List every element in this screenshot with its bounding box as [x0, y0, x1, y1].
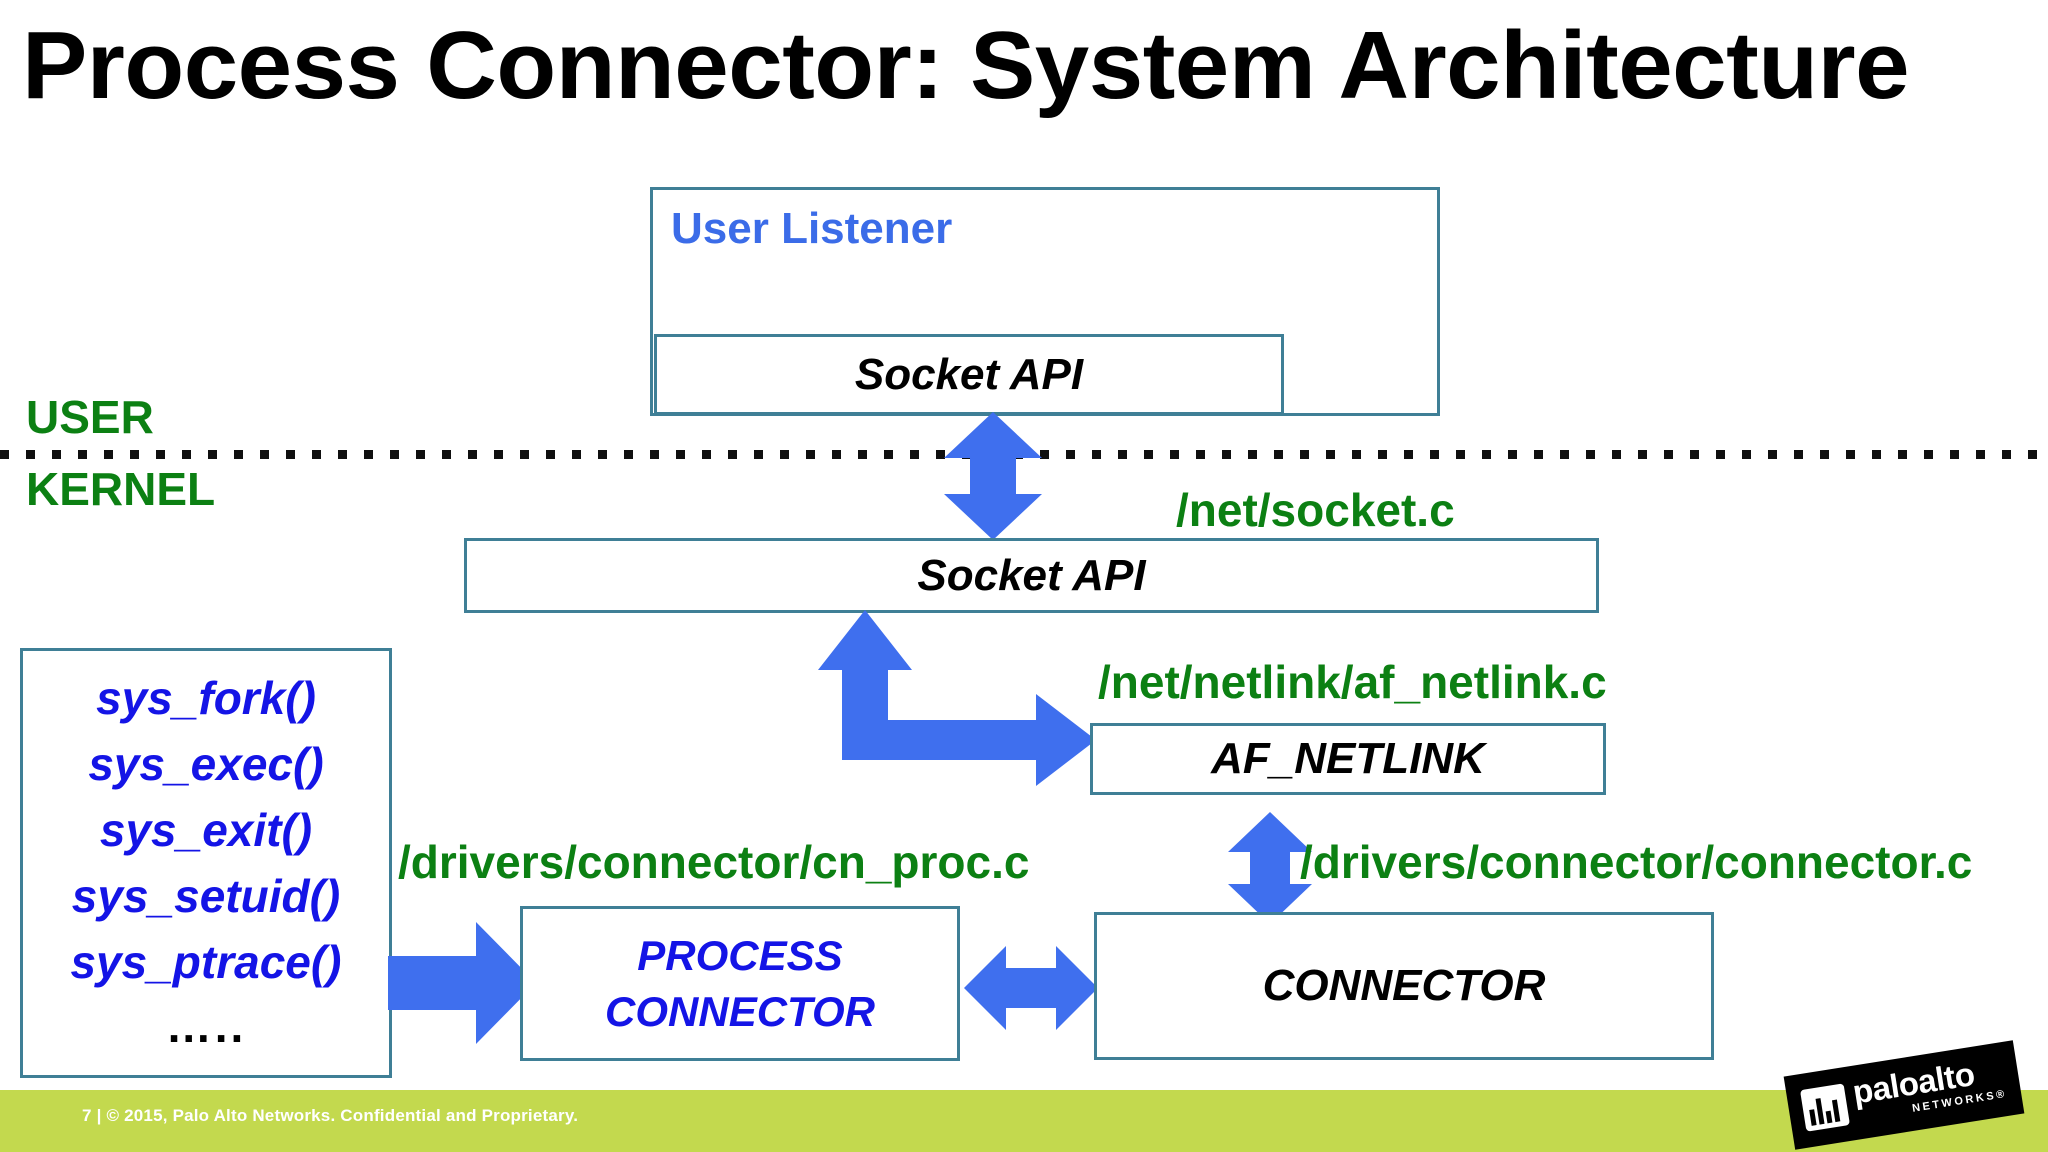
process-connector-box: PROCESS CONNECTOR	[520, 906, 960, 1061]
process-connector-line1: PROCESS	[637, 931, 843, 979]
zone-label-kernel: KERNEL	[26, 463, 216, 515]
connector-box: CONNECTOR	[1094, 912, 1714, 1060]
syscall-item: sys_ptrace()	[70, 936, 342, 988]
footer-bar	[0, 1090, 2048, 1152]
process-connector-connector-arrow	[964, 946, 1098, 1030]
syscall-item: sys_setuid()	[71, 870, 341, 922]
footer-copyright-text: 7 | © 2015, Palo Alto Networks. Confiden…	[82, 1106, 579, 1125]
process-connector-line2: CONNECTOR	[605, 987, 875, 1035]
syscalls-process-connector-arrow	[388, 922, 536, 1044]
af-netlink-box: AF_NETLINK	[1090, 723, 1606, 795]
path-label-connector-c: /drivers/connector/connector.c	[1300, 836, 1973, 888]
user-kernel-socket-arrow	[944, 412, 1042, 540]
path-label-net-socket-c: /net/socket.c	[1176, 484, 1455, 536]
syscall-item: sys_fork()	[96, 672, 316, 724]
socket-api-user-box: Socket API	[654, 334, 1284, 415]
path-label-cn-proc-c: /drivers/connector/cn_proc.c	[398, 836, 1030, 888]
process-connector-label: PROCESS CONNECTOR	[523, 909, 957, 1058]
netlink-connector-arrow	[1228, 812, 1312, 924]
syscalls-ellipsis: …..	[165, 1000, 247, 1052]
connector-label: CONNECTOR	[1262, 961, 1546, 1010]
path-label-af-netlink-c: /net/netlink/af_netlink.c	[1098, 656, 1607, 708]
syscall-item: sys_exec()	[88, 738, 324, 790]
af-netlink-label: AF_NETLINK	[1211, 734, 1485, 783]
socket-api-kernel-box: Socket API	[464, 538, 1599, 613]
syscalls-box: sys_fork() sys_exec() sys_exit() sys_set…	[20, 648, 392, 1078]
user-listener-label: User Listener	[671, 204, 953, 253]
syscall-item: sys_exit()	[99, 804, 313, 856]
socket-api-kernel-label: Socket API	[917, 550, 1146, 600]
socket-api-user-label: Socket API	[854, 349, 1084, 399]
page-title: Process Connector: System Architecture	[22, 12, 1910, 119]
zone-label-user: USER	[26, 391, 154, 443]
socket-netlink-elbow-arrow	[818, 610, 1096, 786]
logo-bars-icon	[1799, 1083, 1850, 1132]
